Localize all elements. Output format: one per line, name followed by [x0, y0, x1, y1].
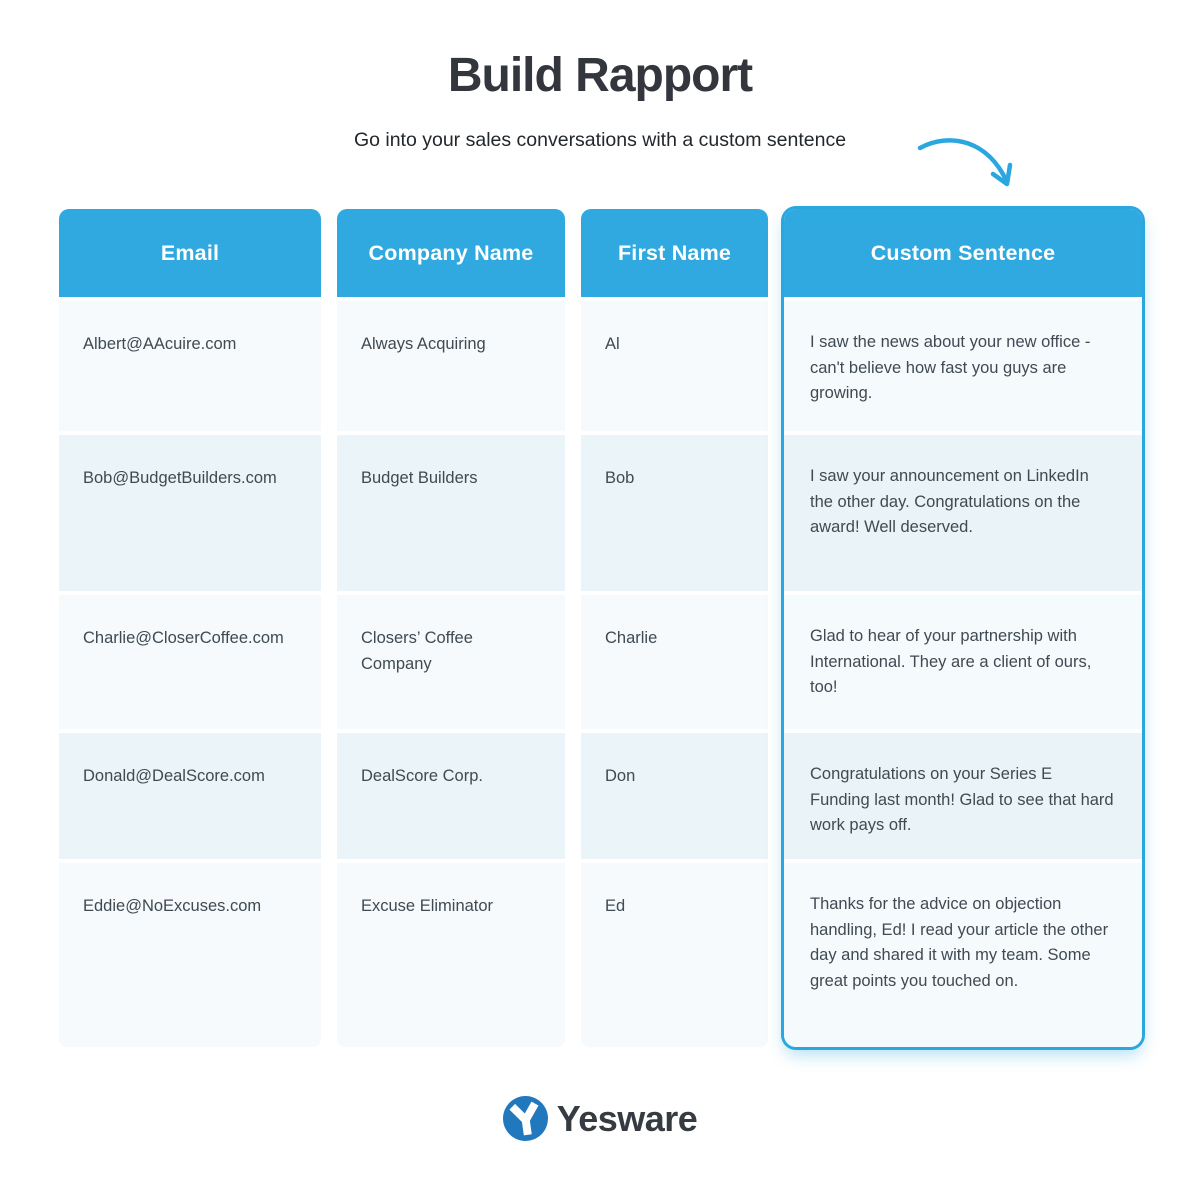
email-cell: Charlie@CloserCoffee.com	[59, 595, 321, 729]
first-name-cell: Bob	[581, 435, 768, 591]
column-first-name: First Name Al Bob Charlie Don Ed	[581, 209, 768, 1047]
column-header-custom-sentence: Custom Sentence	[784, 209, 1142, 297]
custom-sentence-cell: Congratulations on your Series E Funding…	[784, 733, 1142, 859]
company-cell: Always Acquiring	[337, 301, 565, 431]
company-cell: Closers’ Coffee Company	[337, 595, 565, 729]
custom-sentence-cell: I saw your announcement on LinkedIn the …	[784, 435, 1142, 591]
column-header-company-name: Company Name	[337, 209, 565, 297]
first-name-cell: Ed	[581, 863, 768, 1047]
column-custom-sentence: Custom Sentence I saw the news about you…	[784, 209, 1142, 1047]
first-name-cell: Charlie	[581, 595, 768, 729]
brand-name: Yesware	[556, 1097, 698, 1139]
email-cell: Bob@BudgetBuilders.com	[59, 435, 321, 591]
page-title: Build Rapport	[447, 49, 753, 102]
brand-footer: Yesware	[0, 1096, 1200, 1141]
company-cell: Excuse Eliminator	[337, 863, 565, 1047]
email-cell: Albert@AAcuire.com	[59, 301, 321, 431]
custom-sentence-cell: Thanks for the advice on objection handl…	[784, 863, 1142, 1047]
rapport-table: Email Albert@AAcuire.com Bob@BudgetBuild…	[59, 209, 1142, 1047]
first-name-cell: Don	[581, 733, 768, 859]
column-email: Email Albert@AAcuire.com Bob@BudgetBuild…	[59, 209, 321, 1047]
custom-sentence-cell: I saw the news about your new office - c…	[784, 301, 1142, 431]
yesware-logo-icon	[502, 1096, 548, 1141]
company-cell: DealScore Corp.	[337, 733, 565, 859]
curved-arrow-icon	[917, 138, 1013, 187]
custom-sentence-column-highlight: Custom Sentence I saw the news about you…	[784, 209, 1142, 1047]
email-cell: Eddie@NoExcuses.com	[59, 863, 321, 1047]
column-header-first-name: First Name	[581, 209, 768, 297]
column-header-email: Email	[59, 209, 321, 297]
email-cell: Donald@DealScore.com	[59, 733, 321, 859]
first-name-cell: Al	[581, 301, 768, 431]
custom-sentence-cell: Glad to hear of your partnership with In…	[784, 595, 1142, 729]
company-cell: Budget Builders	[337, 435, 565, 591]
column-company-name: Company Name Always Acquiring Budget Bui…	[337, 209, 565, 1047]
page-subtitle: Go into your sales conversations with a …	[353, 129, 847, 151]
